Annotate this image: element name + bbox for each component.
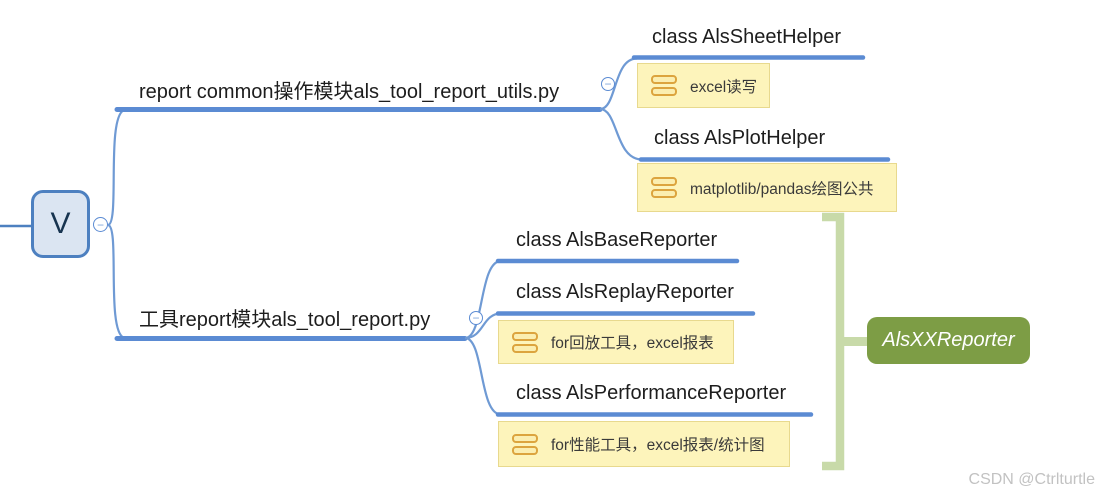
collapse-button[interactable]: −	[469, 311, 483, 325]
callout-note-performance[interactable]: for性能工具，excel报表/统计图	[498, 421, 790, 467]
callout-note-excel[interactable]: excel读写	[637, 63, 770, 108]
root-topic[interactable]: V	[31, 190, 90, 258]
watermark: CSDN @Ctrlturtle	[968, 471, 1095, 488]
summary-bracket	[822, 212, 867, 471]
summary-topic-alsxxreporter[interactable]: AlsXXReporter	[867, 317, 1030, 364]
callout-note-matplotlib[interactable]: matplotlib/pandas绘图公共	[637, 163, 897, 212]
callout-note-replay[interactable]: for回放工具，excel报表	[498, 320, 734, 364]
notes-icon	[651, 177, 677, 198]
topic-class-alsplothelper[interactable]: class AlsPlotHelper	[654, 127, 826, 149]
notes-icon	[512, 331, 538, 353]
topic-class-alssheethelper[interactable]: class AlsSheetHelper	[652, 26, 841, 48]
note-text: for回放工具，excel报表	[551, 335, 714, 352]
topic-class-alsreplayreporter[interactable]: class AlsReplayReporter	[516, 281, 734, 303]
collapse-button[interactable]: −	[93, 217, 108, 232]
topic-class-alsperformancereporter[interactable]: class AlsPerformanceReporter	[516, 382, 787, 404]
collapse-button[interactable]: −	[601, 77, 615, 91]
topic-class-alsbasereporter[interactable]: class AlsBaseReporter	[516, 229, 718, 251]
note-text: for性能工具，excel报表/统计图	[551, 437, 765, 454]
note-text: matplotlib/pandas绘图公共	[690, 180, 874, 198]
topic-report-utils-module[interactable]: report common操作模块als_tool_report_utils.p…	[139, 81, 560, 103]
notes-icon	[651, 75, 677, 96]
topic-report-module[interactable]: 工具report模块als_tool_report.py	[139, 309, 431, 331]
notes-icon	[512, 433, 538, 455]
note-text: excel读写	[690, 78, 758, 96]
